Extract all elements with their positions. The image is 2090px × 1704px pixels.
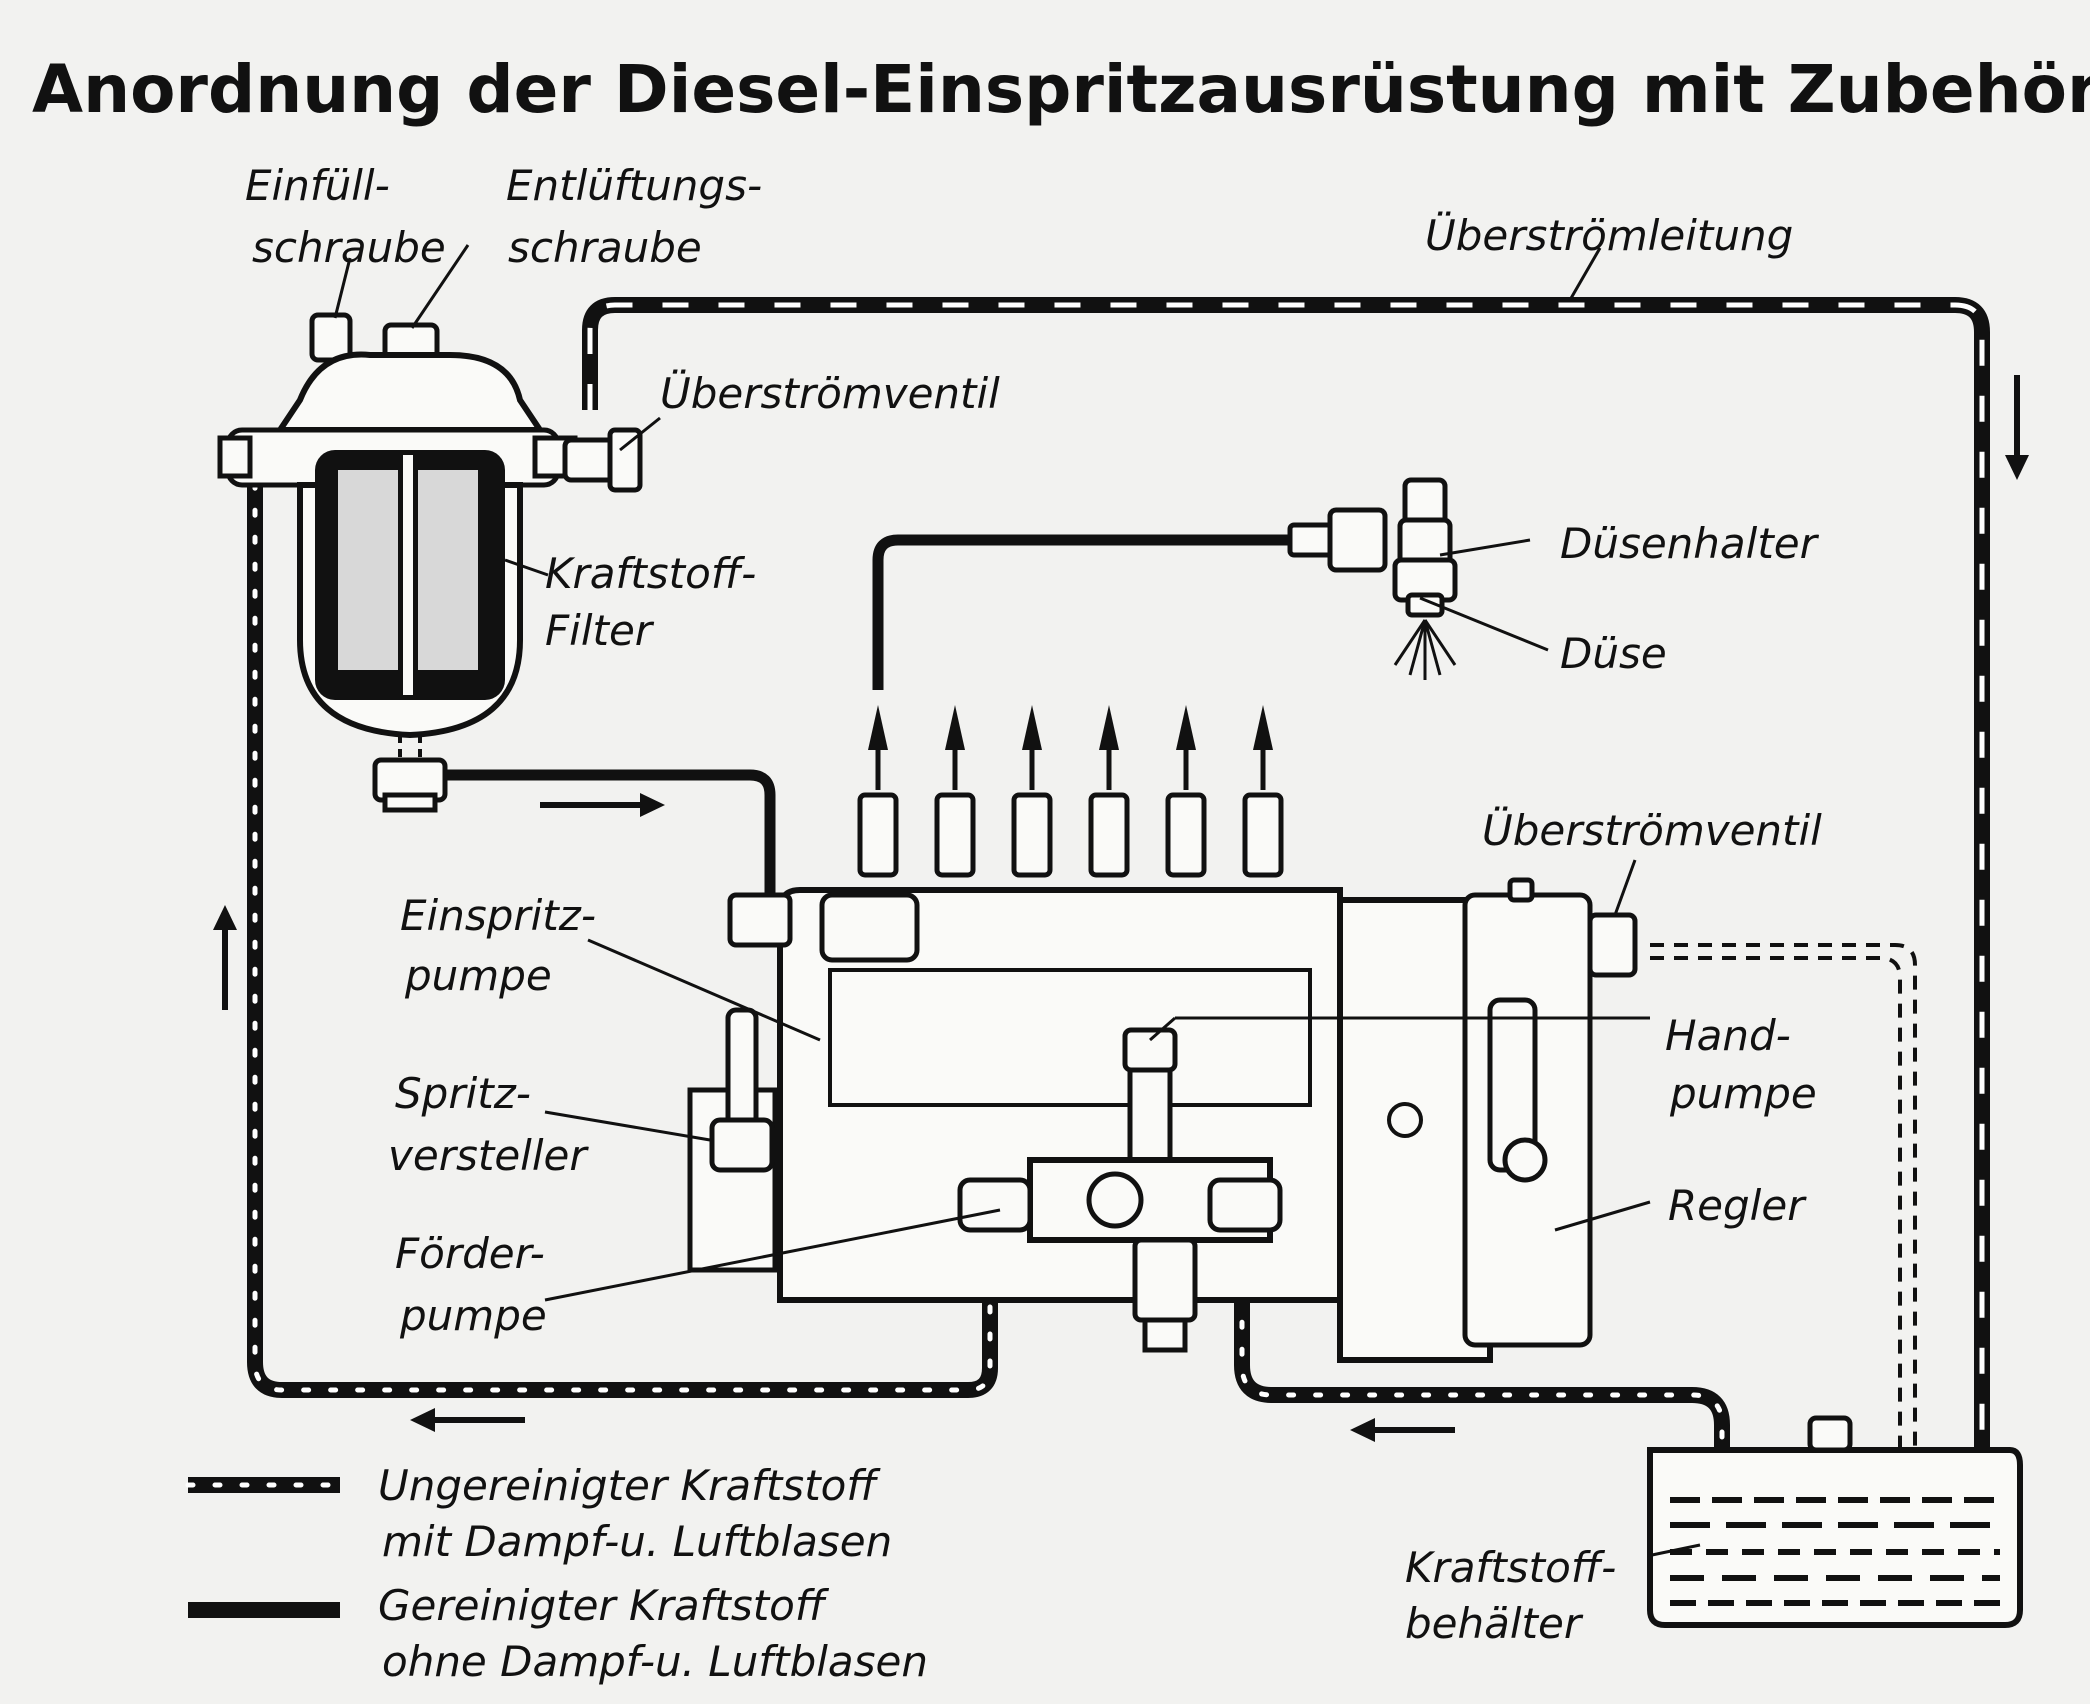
pump-element-outlets xyxy=(857,705,1284,878)
label-einfuell-2: schraube xyxy=(252,223,446,272)
filter-overflow-valve xyxy=(562,427,643,493)
label-regler: Regler xyxy=(1668,1181,1807,1230)
legend-dirty-2: mit Dampf-u. Luftblasen xyxy=(382,1517,892,1566)
leader-lines xyxy=(333,244,1701,1557)
injection-line xyxy=(872,534,1295,690)
label-spritz-1: Spritz- xyxy=(395,1069,531,1118)
injection-pump xyxy=(687,877,1638,1363)
label-entlueft-1: Entlüftungs- xyxy=(506,161,762,210)
governor-screw xyxy=(1387,1102,1423,1138)
tank-cap xyxy=(1807,1415,1853,1453)
label-behaelter-1: Kraftstoff- xyxy=(1405,1543,1616,1592)
return-line-dashed xyxy=(1650,943,1917,1450)
label-ueberstroemventil-right: Überströmventil xyxy=(1482,805,1822,855)
fuel-tank xyxy=(1647,1415,2023,1628)
label-entlueft-2: schraube xyxy=(508,223,702,272)
diagram-title: Anordnung der Diesel-Einspritzausrüstung… xyxy=(32,51,2090,128)
return-line-dashed-inner xyxy=(1650,956,1902,1450)
label-filter-1: Kraftstoff- xyxy=(545,549,756,598)
label-foerder-2: pumpe xyxy=(399,1291,547,1340)
legend: Ungereinigter Kraftstoff mit Dampf-u. Lu… xyxy=(185,1461,928,1686)
label-einspritz-1: Einspritz- xyxy=(400,891,596,940)
label-einspritz-2: pumpe xyxy=(404,951,552,1000)
label-ueberstroemventil-top: Überströmventil xyxy=(660,368,1000,418)
legend-clean-2: ohne Dampf-u. Luftblasen xyxy=(382,1637,928,1686)
pump-overflow-valve xyxy=(1587,912,1638,978)
label-duesenhalter: Düsenhalter xyxy=(1560,519,1820,568)
label-duese: Düse xyxy=(1560,629,1667,678)
timer-lever xyxy=(725,1007,759,1133)
clean-feed-line xyxy=(440,769,776,905)
nozzle-spray xyxy=(1393,619,1457,680)
legend-clean-1: Gereinigter Kraftstoff xyxy=(378,1581,830,1630)
label-hand-2: pumpe xyxy=(1669,1069,1817,1118)
nozzle-holder xyxy=(1287,477,1458,618)
label-spritz-2: versteller xyxy=(388,1131,589,1180)
label-einfuell-1: Einfüll- xyxy=(245,161,390,210)
unfiltered-fuel-line xyxy=(247,467,1730,1548)
label-hand-1: Hand- xyxy=(1665,1011,1791,1060)
component-labels: Einfüll- schraube Entlüftungs- schraube … xyxy=(245,161,1822,1648)
feed-pump-filter xyxy=(1132,1237,1198,1323)
hand-pump-knob xyxy=(1122,1027,1178,1073)
filler-screw xyxy=(309,312,353,363)
overflow-line xyxy=(582,297,1990,1450)
flow-arrows xyxy=(213,375,2029,1442)
label-filter-2: Filter xyxy=(545,606,655,655)
fuel-filter xyxy=(217,312,578,813)
label-behaelter-2: behälter xyxy=(1405,1599,1584,1648)
label-ueberstroemleitung: Überströmleitung xyxy=(1425,210,1793,260)
legend-dirty-1: Ungereinigter Kraftstoff xyxy=(378,1461,881,1510)
label-foerder-1: Förder- xyxy=(395,1229,545,1278)
